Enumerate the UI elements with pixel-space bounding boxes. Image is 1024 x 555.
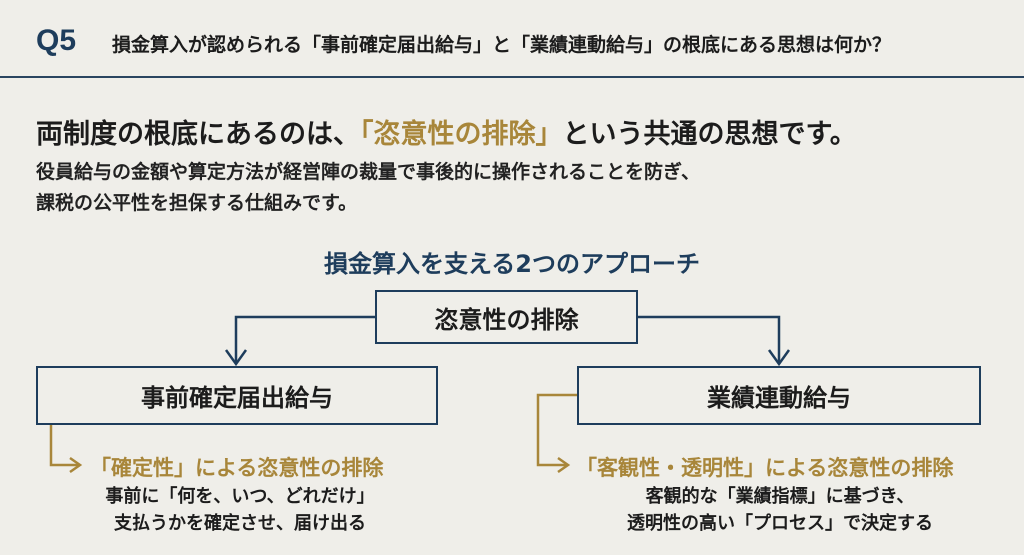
answer-body-line: 課税の公平性を担保する仕組みです。 (36, 192, 358, 214)
diagram-title: 損金算入を支える2つのアプローチ (324, 250, 700, 278)
branch-label: 事前確定届出給与 (141, 384, 333, 412)
arrow-to-left (234, 315, 376, 364)
desc-line: 支払うかを確定させ、届け出る (114, 513, 366, 534)
branch-desc-right: 客観的な「業績指標」に基づき、 透明性の高い「プロセス」で決定する (600, 483, 960, 537)
desc-line: 事前に「何を、いつ、どれだけ」 (105, 486, 375, 507)
header-divider (0, 76, 1024, 78)
heading-post: という共通の思想です。 (562, 119, 857, 150)
question-text: 損金算入が認められる「事前確定届出給与」と「業績連動給与」の根底にある思想は何か… (112, 34, 892, 56)
heading-highlight: 「恣意性の排除」 (360, 119, 563, 150)
question-label: Q5 (36, 24, 77, 57)
arrow-to-right (637, 315, 781, 364)
gold-arrow-left (49, 425, 78, 467)
answer-heading: 両制度の根底にあるのは、「恣意性の排除」という共通の思想です。 (36, 112, 857, 151)
branch-box-left: 事前確定届出給与 (36, 366, 438, 425)
branch-point-right: 「客観性・透明性」による恣意性の排除 (576, 456, 954, 480)
gold-arrow-right (536, 393, 577, 467)
answer-body-line: 役員給与の金額や算定方法が経営陣の裁量で事後的に操作されることを防ぎ、 (36, 161, 701, 183)
root-label: 恣意性の排除 (434, 305, 579, 334)
branch-box-right: 業績連動給与 (577, 366, 981, 425)
branch-point-left: 「確定性」による恣意性の排除 (90, 456, 384, 480)
desc-line: 客観的な「業績指標」に基づき、 (645, 486, 915, 507)
branch-label: 業績連動給与 (707, 384, 851, 412)
heading-pre: 両制度の根底にあるのは、 (36, 119, 360, 150)
root-box: 恣意性の排除 (375, 290, 638, 344)
branch-desc-left: 事前に「何を、いつ、どれだけ」 支払うかを確定させ、届け出る (70, 483, 410, 537)
desc-line: 透明性の高い「プロセス」で決定する (627, 513, 933, 534)
